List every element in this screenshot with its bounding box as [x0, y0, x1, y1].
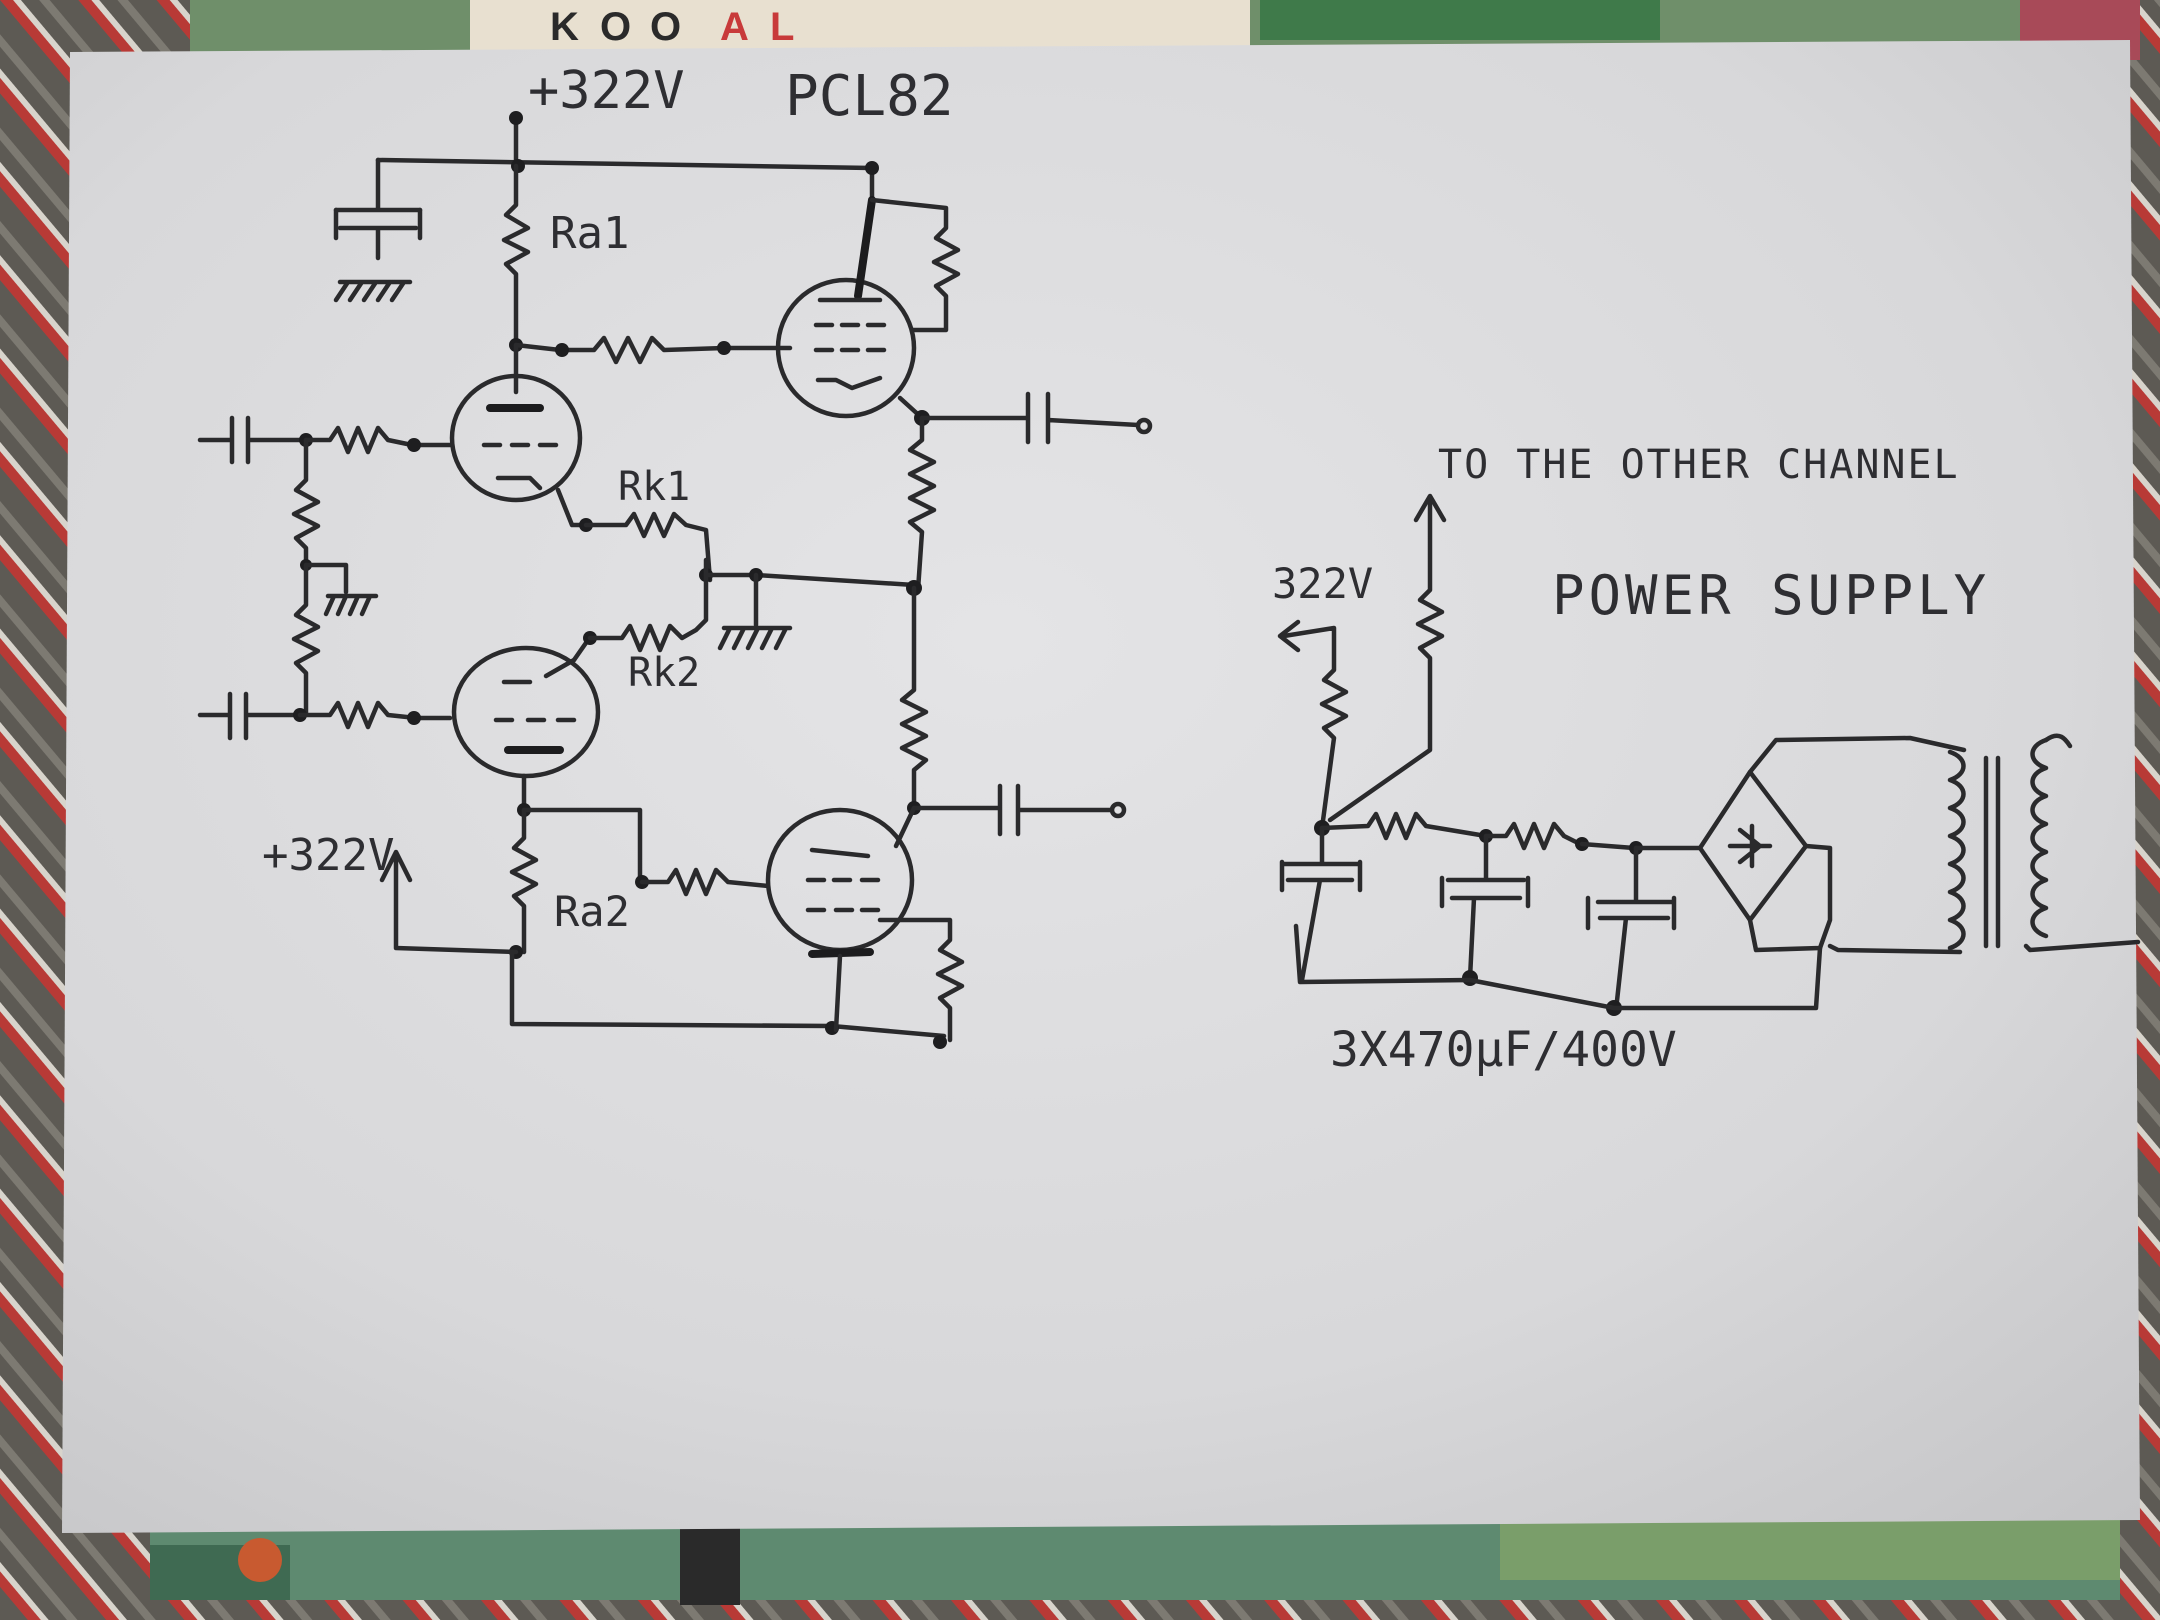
background-book-bottom: [150, 1520, 2120, 1605]
book-letter: O: [600, 5, 631, 49]
rk2-label: Rk2: [628, 650, 700, 696]
to-other-channel-label: TO THE OTHER CHANNEL: [1438, 442, 1960, 488]
power-supply-schematic: TO THE OTHER CHANNEL POWER SUPPLY 322V 3…: [1272, 442, 2141, 1078]
rk1-label: Rk1: [618, 464, 690, 510]
paper-sheet: [62, 40, 2140, 1533]
ra1-label: Ra1: [550, 208, 629, 259]
book-letter: L: [770, 5, 794, 49]
book-letter: O: [650, 5, 681, 49]
supply-voltage-top: +322V: [528, 61, 685, 121]
power-supply-title: POWER SUPPLY: [1552, 564, 1990, 627]
capacitor-rating-label: 3X470µF/400V: [1330, 1022, 1677, 1078]
amplifier-schematic: +322V PCL82 Ra1 Rk1 Rk2 Ra2 +322V: [197, 61, 1153, 1049]
book-letter: K: [550, 5, 579, 49]
tube-type-label: PCL82: [785, 64, 954, 129]
supply-voltage-left: +322V: [262, 830, 394, 881]
output-voltage-label: 322V: [1272, 559, 1373, 608]
book-letter: A: [720, 5, 749, 49]
ra2-label: Ra2: [554, 887, 630, 936]
